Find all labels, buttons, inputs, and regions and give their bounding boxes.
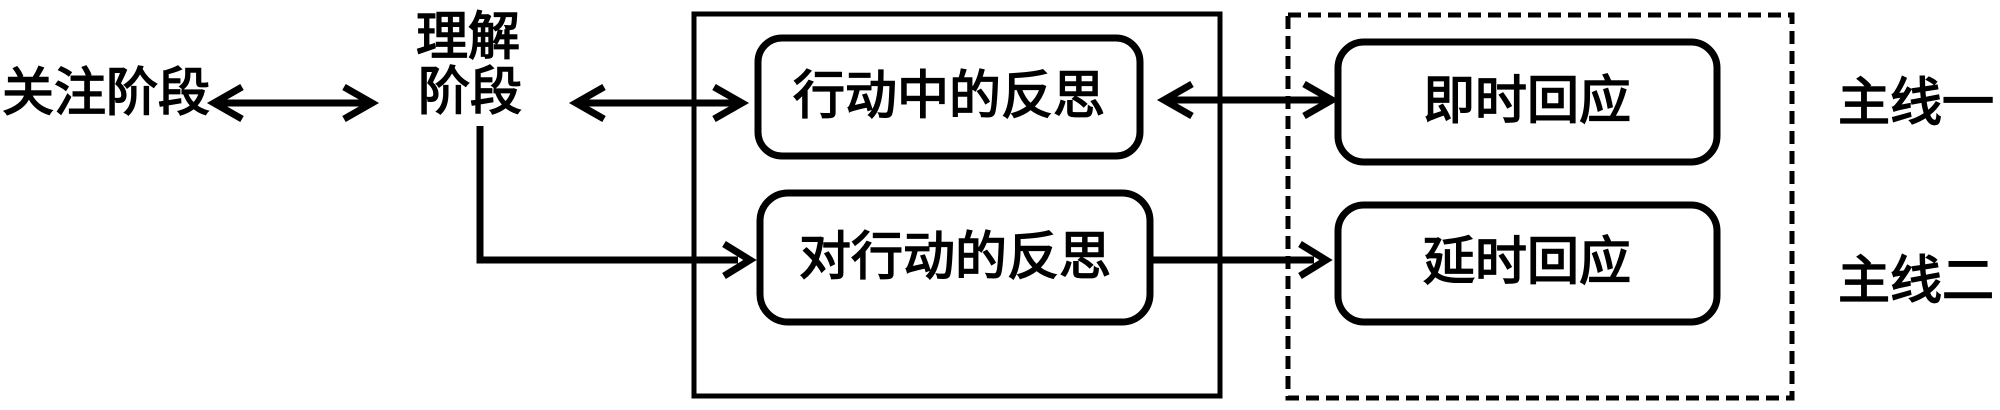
- label-reflection-on-action: 对行动的反思: [799, 229, 1111, 287]
- arrow-reflection-in-action-immediate-response: [1156, 80, 1340, 120]
- container-response: [1285, 12, 1795, 401]
- node-immediate-response: 即时回应: [1334, 38, 1721, 166]
- label-mainline-2: 主线二: [1838, 253, 1994, 311]
- label-attention-stage: 关注阶段: [2, 65, 210, 123]
- node-reflection-in-action: 行动中的反思: [754, 34, 1144, 160]
- container-reflection: [691, 11, 1223, 399]
- arrow-attention-understanding: [206, 83, 380, 123]
- label-immediate-response: 即时回应: [1423, 73, 1631, 131]
- label-understanding-stage: 理解 阶段: [416, 9, 522, 122]
- node-reflection-in-action-box: [754, 34, 1144, 160]
- connector-understanding-to-reflection-on-action: [476, 126, 757, 279]
- arrow-reflection-on-action-delayed-response: [1152, 241, 1333, 279]
- node-immediate-response-box: [1334, 38, 1721, 166]
- label-mainline-1: 主线一: [1838, 75, 1994, 133]
- label-understanding-stage-line2: 阶段: [418, 64, 522, 122]
- label-reflection-in-action: 行动中的反思: [793, 68, 1105, 126]
- node-reflection-on-action: 对行动的反思: [756, 189, 1154, 326]
- node-delayed-response: 延时回应: [1334, 201, 1721, 326]
- arrow-understanding-reflection-in-action: [568, 83, 750, 123]
- label-understanding-stage-line1: 理解: [416, 9, 520, 67]
- node-delayed-response-box: [1334, 201, 1721, 326]
- label-delayed-response: 延时回应: [1423, 234, 1631, 292]
- node-reflection-on-action-box: [756, 189, 1154, 326]
